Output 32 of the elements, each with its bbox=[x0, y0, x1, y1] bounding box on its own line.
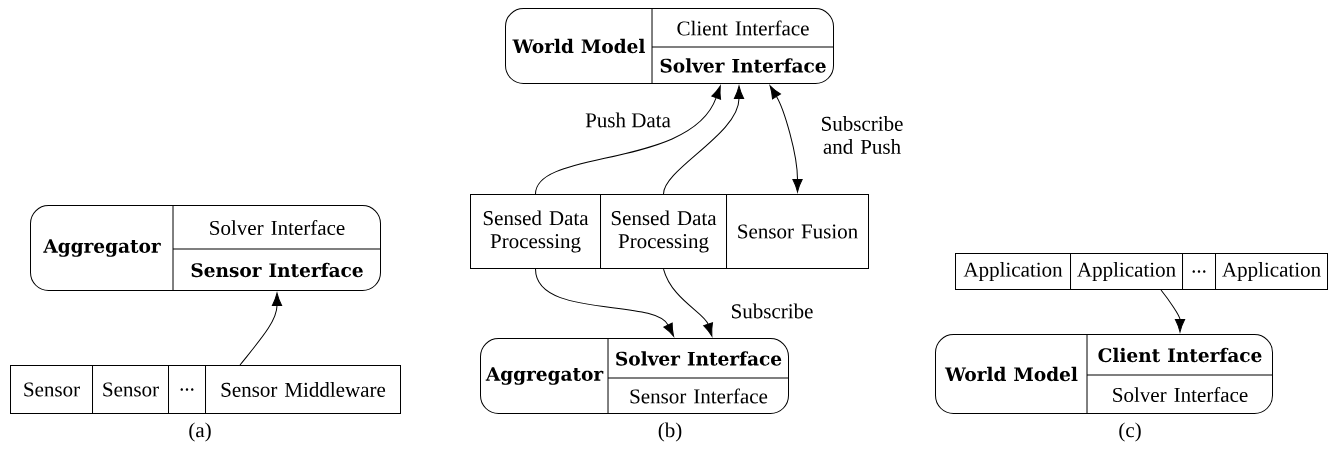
edge-label: Push Data bbox=[584, 111, 672, 129]
module-cell: Sensed Data Processing bbox=[470, 194, 601, 269]
arrow bbox=[535, 268, 675, 337]
module-cell: Sensor bbox=[92, 365, 169, 414]
module-cell: Application bbox=[955, 253, 1071, 290]
arrow bbox=[769, 85, 803, 193]
arrow bbox=[663, 268, 713, 337]
module-cell: Sensor Fusion bbox=[726, 194, 869, 269]
arrow bbox=[1160, 289, 1186, 333]
module-cell: ... bbox=[1182, 253, 1216, 290]
interface-cell: Sensor Interface bbox=[630, 388, 768, 404]
arrow bbox=[239, 292, 283, 366]
interface-cell: Solver Interface bbox=[1113, 387, 1248, 402]
edge-label: Subscribe and Push bbox=[813, 115, 911, 155]
module-cell: Sensor bbox=[10, 365, 93, 414]
module-cell: Application bbox=[1070, 253, 1183, 290]
interface-cell: Client Interface bbox=[1098, 347, 1262, 363]
arrow bbox=[535, 85, 722, 195]
module-cell: ... bbox=[168, 365, 206, 414]
module-cell: Application bbox=[1215, 253, 1328, 290]
edge-label: Subscribe bbox=[729, 302, 815, 320]
subfigure-caption: (b) bbox=[658, 422, 682, 442]
interface-cell: Solver Interface bbox=[616, 351, 782, 366]
interface-cell: Client Interface bbox=[677, 20, 809, 36]
module-cell: Sensed Data Processing bbox=[600, 194, 727, 269]
subfigure-caption: (c) bbox=[1119, 422, 1141, 442]
interface-cell: Solver Interface bbox=[660, 58, 826, 73]
module-cell: Sensor Middleware bbox=[205, 365, 401, 414]
interface-cell: Sensor Interface bbox=[191, 262, 363, 278]
interface-cell: Solver Interface bbox=[210, 220, 345, 235]
subfigure-caption: (a) bbox=[189, 422, 211, 442]
arrow bbox=[663, 85, 745, 195]
